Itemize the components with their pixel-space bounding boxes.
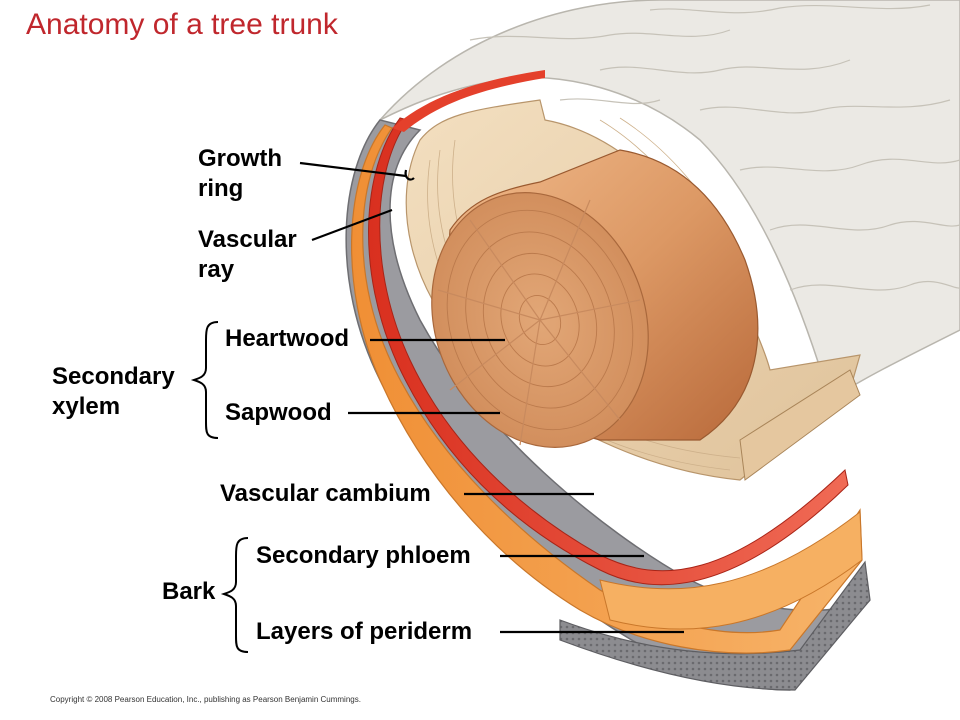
leader-lines xyxy=(299,161,684,634)
label-vascular-ray-text: Vascular ray xyxy=(198,226,297,283)
cambium-layer xyxy=(368,117,849,586)
leader-growth-ring xyxy=(299,161,407,178)
cambium-ring-top xyxy=(392,70,545,132)
braces xyxy=(190,321,249,653)
label-heartwood: Heartwood xyxy=(225,325,350,352)
leader-vascular-ray xyxy=(311,208,393,242)
label-vascular-cambium: Vascular cambium xyxy=(220,480,431,507)
label-secondary-phloem: Secondary phloem xyxy=(256,542,471,569)
label-bark: Bark xyxy=(162,578,216,605)
copyright-notice: Copyright © 2008 Pearson Education, Inc.… xyxy=(50,695,361,704)
label-vascular-ray: Vascular ray xyxy=(198,225,297,285)
phloem-slab-top xyxy=(599,511,863,630)
label-secondary-xylem: Secondary xylem xyxy=(52,362,175,422)
growth-rings xyxy=(446,209,634,431)
growth-ring-marker xyxy=(404,169,415,181)
xylem-brace xyxy=(190,321,219,439)
sapwood-slab xyxy=(739,369,861,481)
bark-texture xyxy=(469,4,960,291)
bark-brace xyxy=(220,537,249,653)
periderm-slab xyxy=(559,560,871,691)
page-title: Anatomy of a tree trunk xyxy=(26,8,338,41)
label-sapwood: Sapwood xyxy=(225,399,332,426)
label-layers-of-periderm: Layers of periderm xyxy=(256,618,473,645)
label-growth-ring-text: Growth ring xyxy=(198,145,282,202)
label-secondary-xylem-text: Secondary xylem xyxy=(52,363,175,420)
label-growth-ring: Growth ring xyxy=(198,144,282,204)
phloem-layer xyxy=(350,124,863,654)
vascular-rays xyxy=(437,199,641,446)
